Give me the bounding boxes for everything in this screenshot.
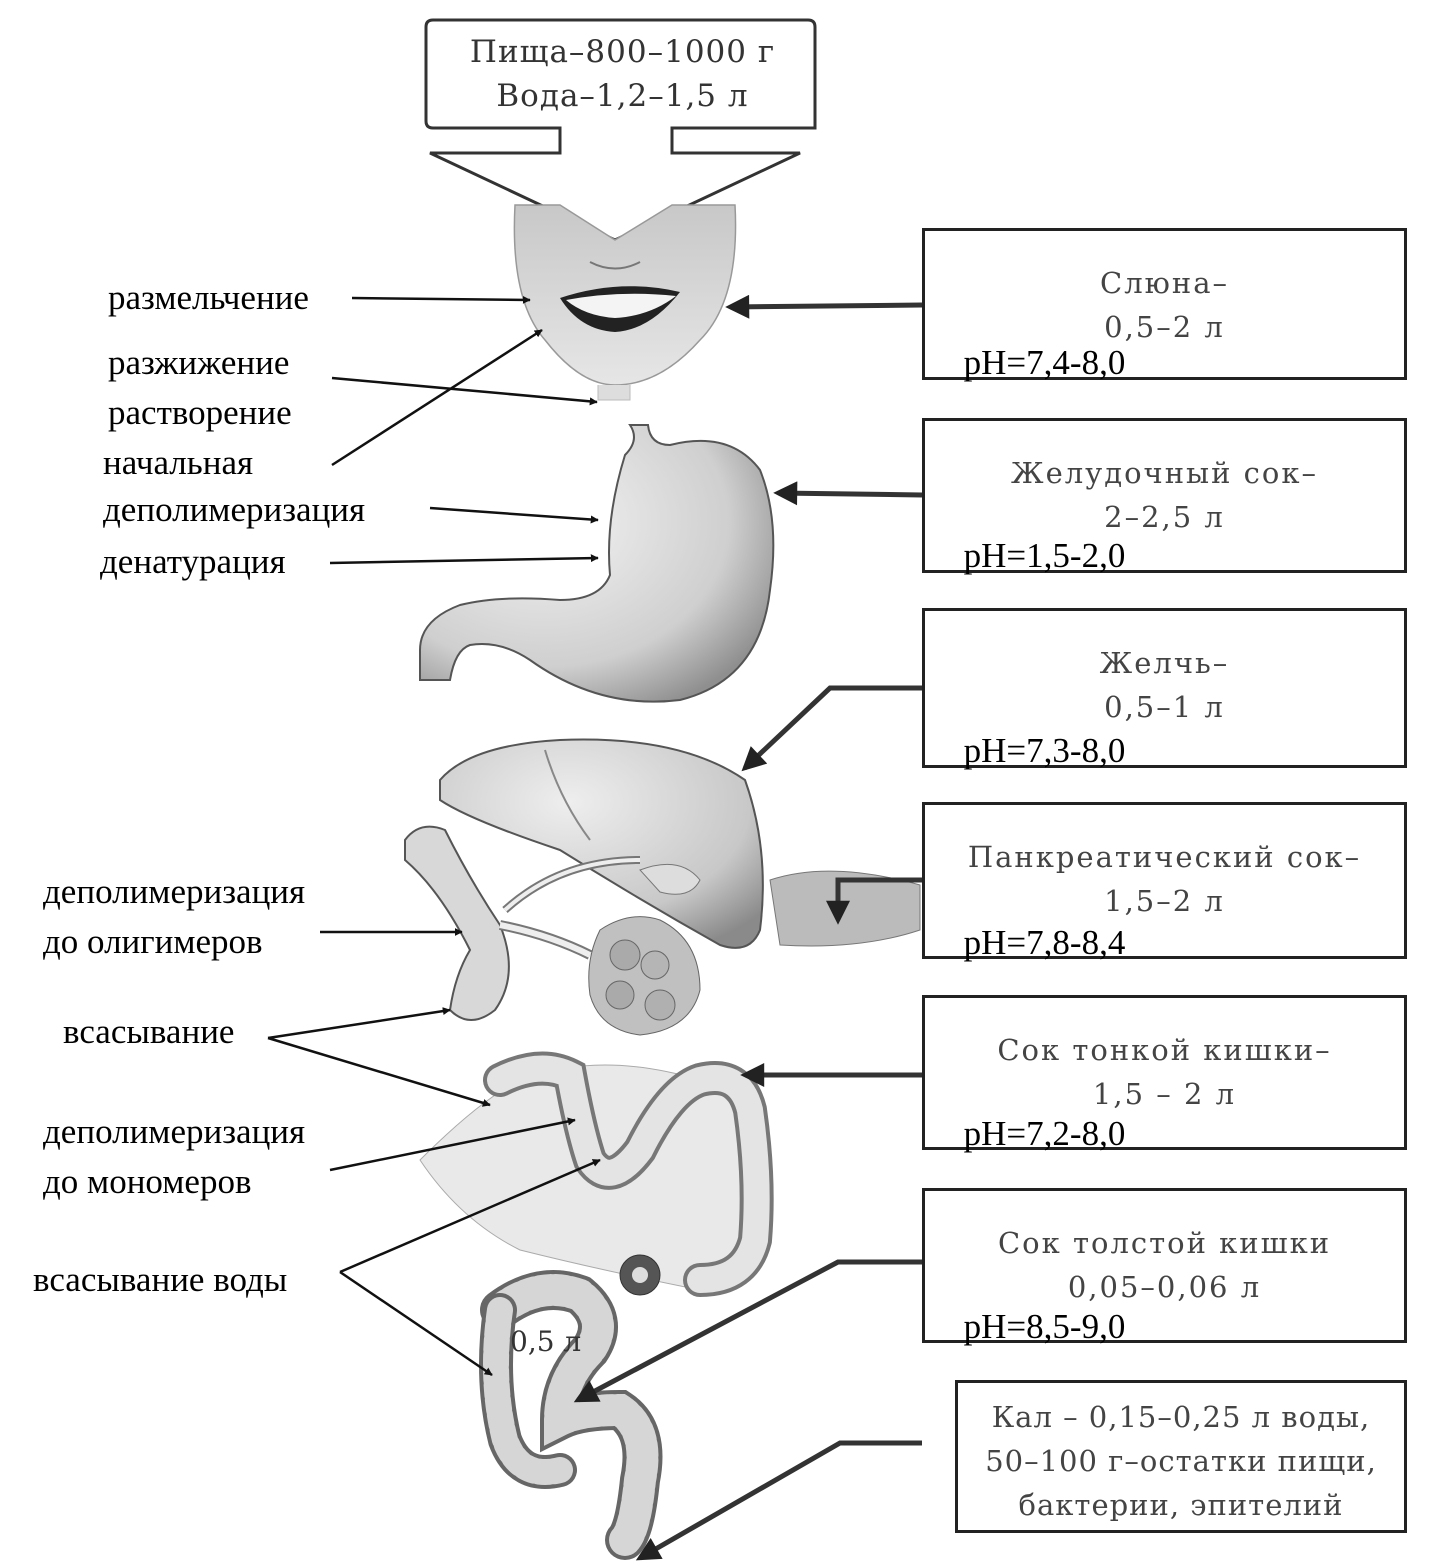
saliva-box: Слюна– 0,5–2 л pH=7,4-8,0 [922,228,1407,382]
label-dissolution: растворение [108,393,292,432]
label-grinding: размельчение [108,278,309,317]
small-intestine-juice-volume: 1,5 – 2 л [1092,1077,1237,1111]
gastric-juice-ph: pH=1,5-2,0 [963,536,1126,575]
label-depolymerization: деполимеризация [103,490,366,529]
small-intestine-illustration [419,1051,774,1297]
liver-pancreas-illustration [404,738,921,1036]
label-liquefaction: разжижение [108,343,290,382]
large-intestine-juice-box: Сок толстой кишки 0,05–0,06 л pH=8,5-9,0 [922,1188,1407,1346]
label-initial: начальная [103,443,254,482]
colon-volume-label: 0,5 л [510,1325,582,1358]
feces-line3: бактерии, эпителий [1018,1488,1344,1522]
small-intestine-juice-box: Сок тонкой кишки– 1,5 – 2 л pH=7,2-8,0 [922,995,1407,1153]
small-intestine-juice-ph: pH=7,2-8,0 [963,1114,1126,1153]
saliva-ph: pH=7,4-8,0 [963,343,1126,382]
intake-water: Вода–1,2–1,5 л [496,78,749,114]
small-intestine-juice-name: Сок тонкой кишки– [997,1033,1332,1067]
feces-box: Кал – 0,15–0,25 л воды, 50–100 г–остатки… [955,1380,1407,1533]
process-arrows [267,295,601,1377]
pancreatic-juice-box: Панкреатический сок– 1,5–2 л pH=7,8-8,4 [922,802,1407,962]
label-denaturation: денатурация [100,542,286,581]
mouth-illustration [513,204,737,401]
gastric-juice-box: Желудочный сок– 2–2,5 л pH=1,5-2,0 [922,418,1407,575]
bile-volume: 0,5–1 л [1104,690,1225,724]
secretion-arrows [573,294,923,1561]
gastric-juice-volume: 2–2,5 л [1104,500,1225,534]
pancreatic-juice-ph: pH=7,8-8,4 [963,923,1126,962]
stomach-illustration [419,424,775,703]
label-absorption: всасывание [63,1012,235,1051]
bile-name: Желчь– [1099,646,1230,680]
label-depoly-oligo-1: деполимеризация [43,872,306,911]
label-depoly-oligo-2: до олигимеров [43,922,263,961]
label-depoly-mono-1: деполимеризация [43,1112,306,1151]
bile-ph: pH=7,3-8,0 [963,731,1126,770]
intake-label: Пища–800–1000 г Вода–1,2–1,5 л [440,30,805,118]
large-intestine-juice-name: Сок толстой кишки [997,1226,1332,1260]
feces-line1: Кал – 0,15–0,25 л воды, [991,1400,1371,1434]
label-depoly-mono-2: до мономеров [43,1162,252,1201]
bile-box: Желчь– 0,5–1 л pH=7,3-8,0 [922,608,1407,770]
feces-line2: 50–100 г–остатки пищи, [985,1444,1377,1478]
large-intestine-juice-volume: 0,05–0,06 л [1067,1270,1262,1304]
intake-food: Пища–800–1000 г [469,34,776,70]
gastric-juice-name: Желудочный сок– [1010,456,1318,490]
intake-arrow-shape [424,18,817,242]
label-water-absorption: всасывание воды [33,1260,288,1299]
saliva-volume: 0,5–2 л [1104,310,1225,344]
large-intestine-juice-ph: pH=8,5-9,0 [963,1307,1126,1346]
pancreatic-juice-name: Панкреатический сок– [967,840,1362,874]
large-intestine-illustration [479,1270,663,1560]
saliva-name: Слюна– [1100,266,1229,300]
pancreatic-juice-volume: 1,5–2 л [1104,884,1225,918]
